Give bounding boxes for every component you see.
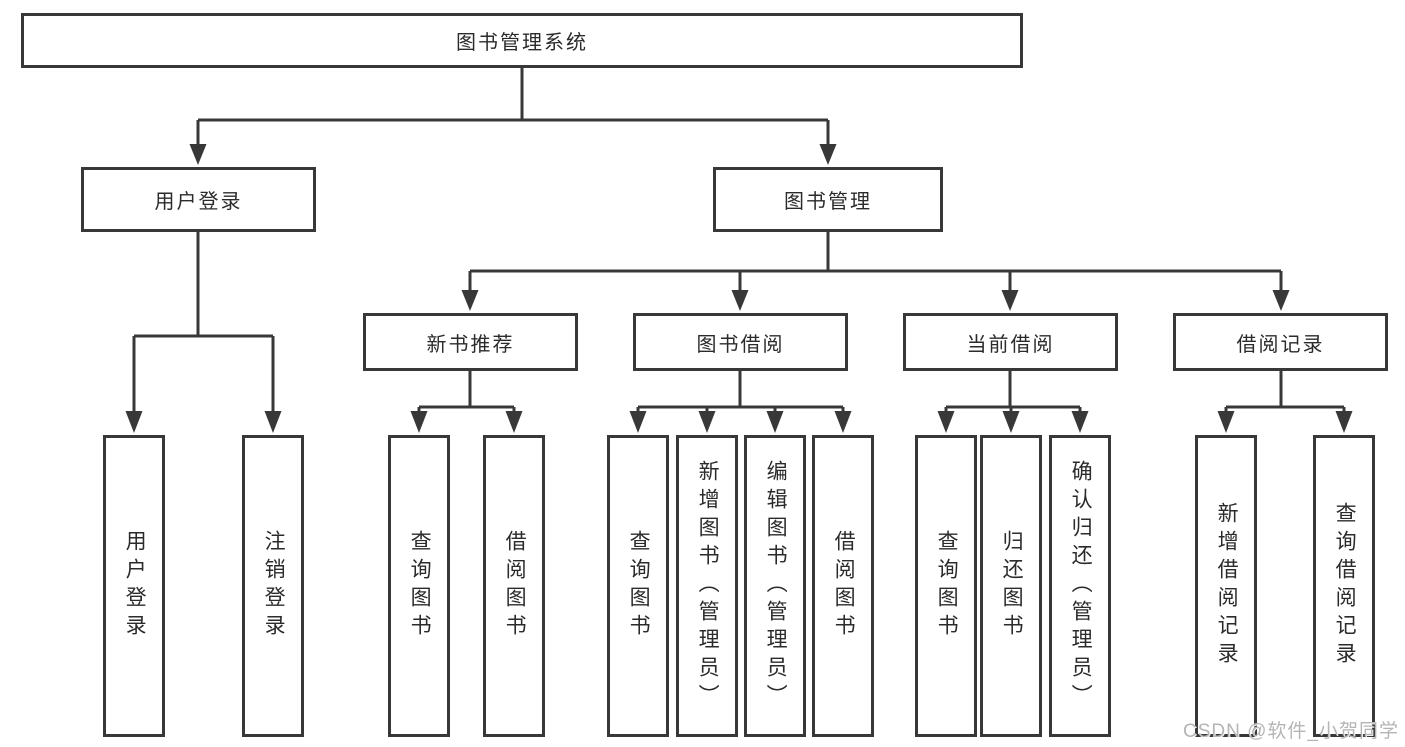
node-book-borrowing: 图书借阅 [633,313,848,371]
leaf-label: 用户登录 [123,530,147,642]
leaf-query-books-current: 查询图书 [915,435,977,737]
leaf-edit-books-admin: 编辑图书（管理员） [744,435,806,737]
leaf-label: 归还图书 [1000,530,1024,642]
leaf-return-books: 归还图书 [980,435,1042,737]
leaf-label: 查询图书 [408,530,432,642]
leaf-label: 确认归还（管理员） [1069,460,1093,712]
leaf-confirm-return-admin: 确认归还（管理员） [1049,435,1111,737]
node-label: 用户登录 [154,191,243,213]
leaf-label: 查询图书 [627,530,651,642]
leaf-query-borrow-record: 查询借阅记录 [1313,435,1375,737]
leaf-borrow-books-recommend: 借阅图书 [483,435,545,737]
node-label: 新书推荐 [426,333,515,356]
leaf-user-login: 用户登录 [103,435,165,737]
leaf-label: 新增借阅记录 [1215,502,1239,670]
leaf-label: 借阅图书 [503,530,527,642]
leaf-logout: 注销登录 [242,435,304,737]
node-current-borrowing: 当前借阅 [903,313,1118,371]
leaf-label: 查询图书 [935,530,959,642]
node-label: 图书借阅 [696,333,785,356]
node-user-login: 用户登录 [81,167,316,232]
arrowhead-icons [125,144,1353,433]
leaf-label: 新增图书（管理员） [696,460,720,712]
node-new-book-recommend: 新书推荐 [363,313,578,371]
leaf-label: 编辑图书（管理员） [764,460,788,712]
watermark: CSDN @软件_小贺同学 [1183,721,1399,742]
leaf-query-books-recommend: 查询图书 [388,435,450,737]
node-label: 图书管理 [784,191,872,213]
node-root-system: 图书管理系统 [21,13,1023,68]
node-book-management: 图书管理 [713,167,943,232]
node-label: 图书管理系统 [456,32,588,54]
leaf-label: 借阅图书 [832,530,856,642]
node-label: 当前借阅 [966,333,1055,356]
node-borrowing-records: 借阅记录 [1173,313,1388,371]
leaf-label: 注销登录 [262,530,286,642]
leaf-query-books-borrow: 查询图书 [607,435,669,737]
node-label: 借阅记录 [1236,333,1325,356]
leaf-label: 查询借阅记录 [1333,502,1357,670]
leaf-borrow-books: 借阅图书 [812,435,874,737]
leaf-add-books-admin: 新增图书（管理员） [676,435,738,737]
leaf-add-borrow-record: 新增借阅记录 [1195,435,1257,737]
